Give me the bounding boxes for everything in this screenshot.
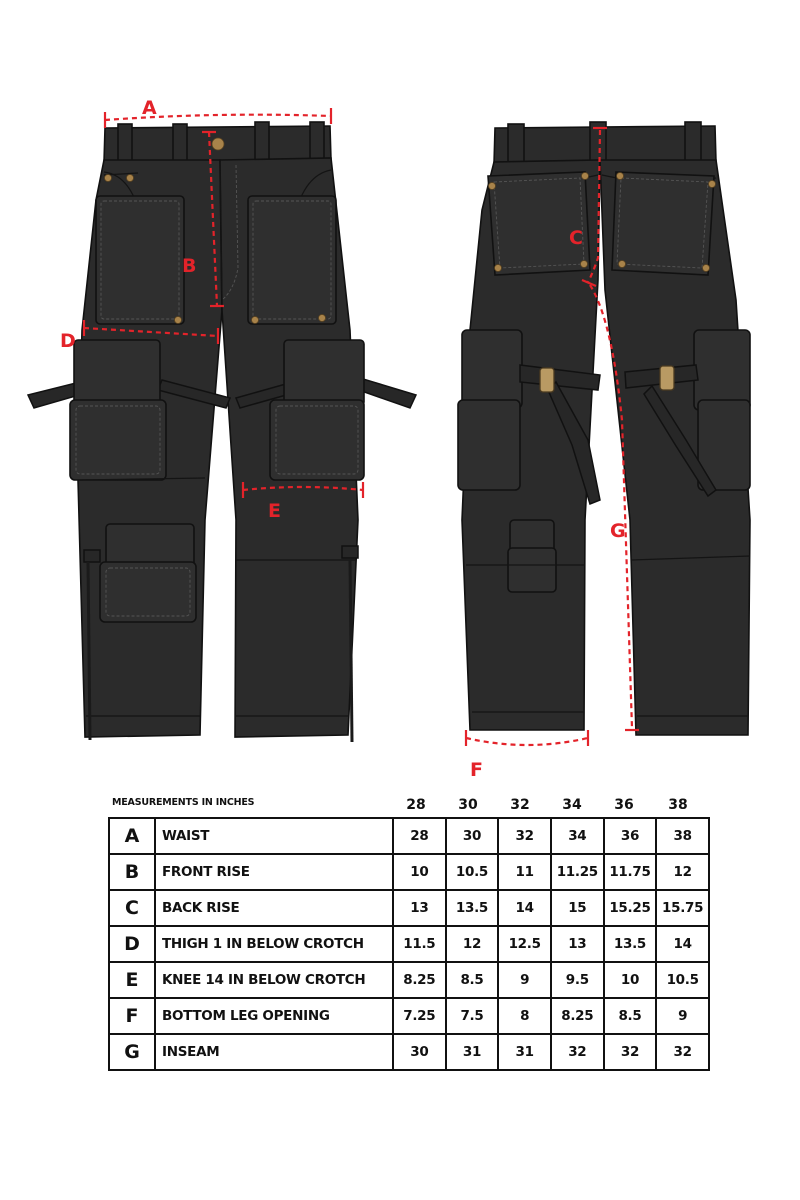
measurement-value: 15.25 xyxy=(602,889,658,927)
measurement-value: 7.5 xyxy=(444,997,500,1035)
measurement-value: 10 xyxy=(602,961,658,999)
measurement-value: 32 xyxy=(497,817,552,855)
measurement-value: 36 xyxy=(602,817,658,855)
measurement-name: WAIST xyxy=(154,817,394,855)
measurement-value: 32 xyxy=(655,1033,710,1071)
measurement-value: 13.5 xyxy=(444,889,500,927)
measurement-value: 11 xyxy=(497,853,552,891)
size-header: 30 xyxy=(458,797,478,813)
table-title: MEASUREMENTS IN INCHES xyxy=(112,797,255,808)
label-b: B xyxy=(182,255,196,277)
measurement-value: 12 xyxy=(444,925,500,963)
measurement-name: BOTTOM LEG OPENING xyxy=(154,997,394,1035)
measurement-value: 13.5 xyxy=(602,925,658,963)
measurement-code: C xyxy=(108,889,156,927)
measurement-value: 30 xyxy=(444,817,500,855)
label-e: E xyxy=(268,500,281,522)
size-header: 28 xyxy=(406,797,426,813)
pants-measurement-diagram: A B D E C G F xyxy=(26,97,751,781)
measurement-value: 15.75 xyxy=(655,889,710,927)
measurement-name: FRONT RISE xyxy=(154,853,394,891)
measurement-code: A xyxy=(108,817,156,855)
label-g: G xyxy=(610,520,626,542)
measurement-value: 8.25 xyxy=(392,961,447,999)
measurement-value: 7.25 xyxy=(392,997,447,1035)
label-c: C xyxy=(569,227,583,249)
measurement-code: D xyxy=(108,925,156,963)
measurement-code: B xyxy=(108,853,156,891)
measurement-value: 13 xyxy=(392,889,447,927)
measurement-lines xyxy=(82,108,639,747)
measurement-value: 38 xyxy=(655,817,710,855)
measurement-value: 10.5 xyxy=(655,961,710,999)
measurement-value: 32 xyxy=(549,1033,605,1071)
size-header: 36 xyxy=(614,797,634,813)
measurement-value: 8.5 xyxy=(444,961,500,999)
measurement-value: 9 xyxy=(655,997,710,1035)
measurement-value: 12.5 xyxy=(497,925,552,963)
measurement-value: 30 xyxy=(392,1033,447,1071)
measurement-value: 32 xyxy=(602,1033,658,1071)
measurement-value: 9.5 xyxy=(549,961,605,999)
measurement-value: 14 xyxy=(497,889,552,927)
measurement-value: 9 xyxy=(497,961,552,999)
measurement-value: 31 xyxy=(444,1033,500,1071)
measurement-name: THIGH 1 IN BELOW CROTCH xyxy=(154,925,394,963)
label-d: D xyxy=(60,330,76,352)
measurement-value: 28 xyxy=(392,817,447,855)
measurement-code: E xyxy=(108,961,156,999)
measurement-value: 10 xyxy=(392,853,447,891)
measurement-name: INSEAM xyxy=(154,1033,394,1071)
size-header: 34 xyxy=(562,797,582,813)
measurement-value: 8.25 xyxy=(549,997,605,1035)
measurement-value: 34 xyxy=(549,817,605,855)
measurement-name: BACK RISE xyxy=(154,889,394,927)
measurement-value: 8.5 xyxy=(602,997,658,1035)
measurement-value: 15 xyxy=(549,889,605,927)
measurement-value: 10.5 xyxy=(444,853,500,891)
measurement-value: 31 xyxy=(497,1033,552,1071)
measurement-code: G xyxy=(108,1033,156,1071)
measurement-value: 11.75 xyxy=(602,853,658,891)
front-view-pants xyxy=(26,121,418,743)
label-a: A xyxy=(142,97,157,119)
measurement-value: 12 xyxy=(655,853,710,891)
size-header: 38 xyxy=(668,797,688,813)
measurement-value: 8 xyxy=(497,997,552,1035)
measurement-value: 11.5 xyxy=(392,925,447,963)
measurement-value: 11.25 xyxy=(549,853,605,891)
size-header: 32 xyxy=(510,797,530,813)
back-view-pants xyxy=(457,121,751,736)
measurement-value: 14 xyxy=(655,925,710,963)
measurement-value: 13 xyxy=(549,925,605,963)
label-f: F xyxy=(470,759,483,781)
measurement-code: F xyxy=(108,997,156,1035)
measurement-name: KNEE 14 IN BELOW CROTCH xyxy=(154,961,394,999)
